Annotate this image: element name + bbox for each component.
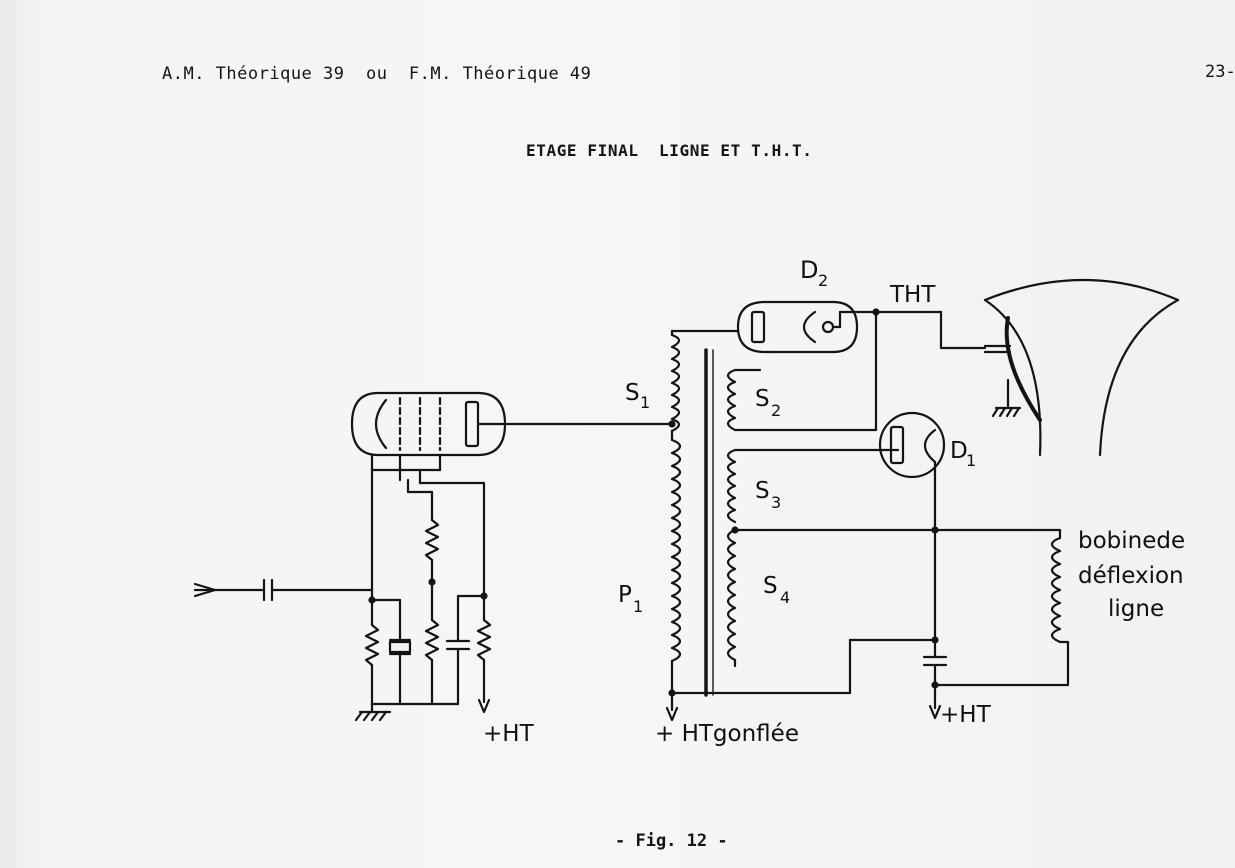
page-number: 23- xyxy=(1205,62,1235,82)
label-deflexion-1: bobinede xyxy=(1078,528,1185,554)
coil-deflexion xyxy=(1050,536,1062,644)
label-d1-sub: 1 xyxy=(966,451,976,470)
label-p1: P xyxy=(618,582,632,608)
coil-s3 xyxy=(726,448,737,524)
label-tht: THT xyxy=(889,282,936,308)
label-ht: +HT xyxy=(483,721,535,747)
diode-d1 xyxy=(878,411,946,479)
coil-s2 xyxy=(726,368,737,432)
label-deflexion-3: ligne xyxy=(1108,596,1164,622)
page-header: A.M. Théorique 39 ou F.M. Théorique 49 xyxy=(162,64,592,84)
label-s3: S xyxy=(755,478,770,504)
label-deflexion-2: déflexion xyxy=(1078,563,1184,589)
coil-p1 xyxy=(670,438,682,663)
diagram-labels: D 2 THT S 1 S 2 D 1 S 3 S 4 P 1 bobinede… xyxy=(483,256,1185,747)
label-d2-sub: 2 xyxy=(818,271,828,290)
page-title: ETAGE FINAL LIGNE ET T.H.T. xyxy=(526,141,813,160)
label-p1-sub: 1 xyxy=(633,597,643,616)
label-s2-sub: 2 xyxy=(771,401,781,420)
label-d1: D xyxy=(950,438,968,464)
figure-caption: - Fig. 12 - xyxy=(615,831,728,851)
label-ht-gonflee: + HTgonflée xyxy=(655,721,799,747)
pentode-tube xyxy=(350,391,507,457)
label-s4: S xyxy=(763,573,778,599)
crt-tube xyxy=(983,278,1180,457)
label-s2: S xyxy=(755,386,770,412)
label-s3-sub: 3 xyxy=(771,493,781,512)
label-s4-sub: 4 xyxy=(780,588,790,607)
label-s1: S xyxy=(625,380,640,406)
label-ht-right: +HT xyxy=(940,702,992,728)
coil-s1 xyxy=(670,333,681,433)
label-s1-sub: 1 xyxy=(640,393,650,412)
label-d2: D xyxy=(800,256,818,284)
coil-s4 xyxy=(726,528,737,662)
diode-d2 xyxy=(736,300,859,354)
